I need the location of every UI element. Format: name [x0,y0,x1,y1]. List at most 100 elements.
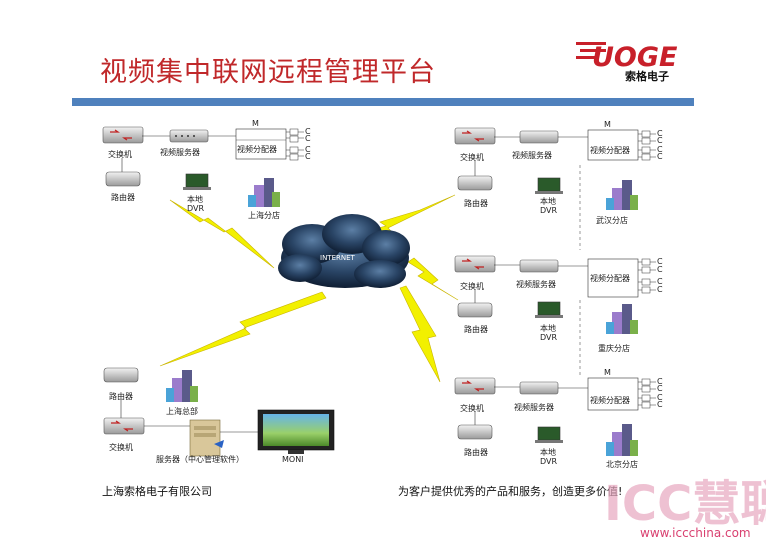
beijing-branch: 交换机 视频服务器 视频分配器 M C C C C 路由器 [454,368,663,469]
dvr-label: 本地 [187,194,203,204]
router-icon [105,171,141,187]
c-label: C [657,257,663,266]
logo-wordmark: UOGE [592,42,678,73]
c-label: C [657,129,663,138]
c-label: C [305,145,311,154]
hq-label: 上海总部 [166,406,198,416]
m-label: M [252,119,259,128]
uoge-logo: UOGE [576,42,678,73]
c-label: C [657,145,663,154]
server-label: 服务器（中心管理软件） [156,454,244,464]
switch-icon [454,255,496,273]
building-icon [248,178,280,207]
switch-label: 交换机 [460,152,484,162]
branch-label: 上海分店 [248,210,280,220]
dvr-label: 本地 [540,447,556,457]
building-icon [606,424,638,456]
c-label: C [657,400,663,409]
lightning-bolt-beijing [399,285,441,383]
watermark-text: ICC慧聪网 [604,476,766,532]
c-label: C [657,136,663,145]
video-server-icon [519,259,559,273]
m-label: M [604,368,611,377]
c-label: C [657,285,663,294]
c-label: C [657,384,663,393]
wuhan-branch: 交换机 视频服务器 视频分配器 M C C C C 路由器 [454,120,663,225]
distributor-box [235,128,304,161]
router-icon [457,302,493,318]
distributor-box [587,258,656,298]
internet-label: INTERNET [320,254,356,262]
video-server-icon [519,130,559,144]
dvr-label: DVR [540,206,557,215]
c-label: C [305,134,311,143]
distributor-label: 视频分配器 [590,395,630,405]
shanghai-branch: 交换机 视频服务器 视频分配器 M C C C C 路由器 [102,119,311,220]
building-icon [606,180,638,210]
iccchina-watermark: ICC慧聪网 [604,476,766,532]
distributor-label: 视频分配器 [590,273,630,283]
video-server-icon [519,381,559,395]
dvr-laptop-icon [535,426,563,443]
switch-label: 交换机 [460,403,484,413]
c-label: C [657,152,663,161]
dvr-label: DVR [187,204,204,213]
page-title: 视频集中联网远程管理平台 [100,57,436,88]
video-server-label: 视频服务器 [516,279,556,289]
video-server-label: 视频服务器 [512,150,552,160]
internet-cloud [278,214,410,288]
distributor-box [587,129,656,161]
title-underline-bar [72,98,694,106]
monitor-icon [257,409,335,454]
dvr-label: DVR [540,333,557,342]
lightning-bolt-hq [159,291,327,367]
c-label: C [657,377,663,386]
router-label: 路由器 [111,192,135,202]
router-label: 路由器 [464,447,488,457]
dvr-label: 本地 [540,196,556,206]
dvr-label: DVR [540,457,557,466]
distributor-label: 视频分配器 [590,145,630,155]
switch-icon [102,126,144,144]
router-icon [103,367,139,383]
c-label: C [657,393,663,402]
video-server-icon [169,129,209,143]
video-server-label: 视频服务器 [514,402,554,412]
c-label: C [305,152,311,161]
switch-label: 交换机 [460,281,484,291]
building-icon [606,304,638,334]
dvr-laptop-icon [535,301,563,318]
switch-label: 交换机 [109,442,133,452]
company-name: 上海索格电子有限公司 [102,485,212,498]
distributor-box [587,377,656,411]
dvr-laptop-icon [183,173,211,190]
branch-label: 武汉分店 [596,215,628,225]
c-label: C [657,277,663,286]
monitor-label: MONI [282,455,304,464]
shanghai-hq: 路由器 上海总部 交换机 服务器（中心管理软件） MONI [103,367,335,464]
switch-icon [454,127,496,145]
switch-icon [454,377,496,395]
chongqing-branch: 交换机 视频服务器 视频分配器 C C C C 路由器 [454,255,663,353]
server-icon [189,419,224,457]
router-label: 路由器 [464,198,488,208]
switch-label: 交换机 [108,149,132,159]
branch-label: 重庆分店 [598,343,630,353]
distributor-label: 视频分配器 [237,144,277,154]
router-icon [457,424,493,440]
c-label: C [305,127,311,136]
m-label: M [604,120,611,129]
dvr-laptop-icon [535,177,563,194]
building-icon [166,370,198,402]
dvr-label: 本地 [540,323,556,333]
watermark-url: www.iccchina.com [640,526,751,540]
slogan-text: 为客户提供优秀的产品和服务，创造更多价值! [398,485,623,498]
switch-icon [103,417,145,435]
branch-label: 北京分店 [606,459,638,469]
logo-subtitle: 索格电子 [625,70,669,83]
lightning-bolt-shanghai [169,199,275,269]
router-label: 路由器 [464,324,488,334]
c-label: C [657,265,663,274]
video-server-label: 视频服务器 [160,147,200,157]
